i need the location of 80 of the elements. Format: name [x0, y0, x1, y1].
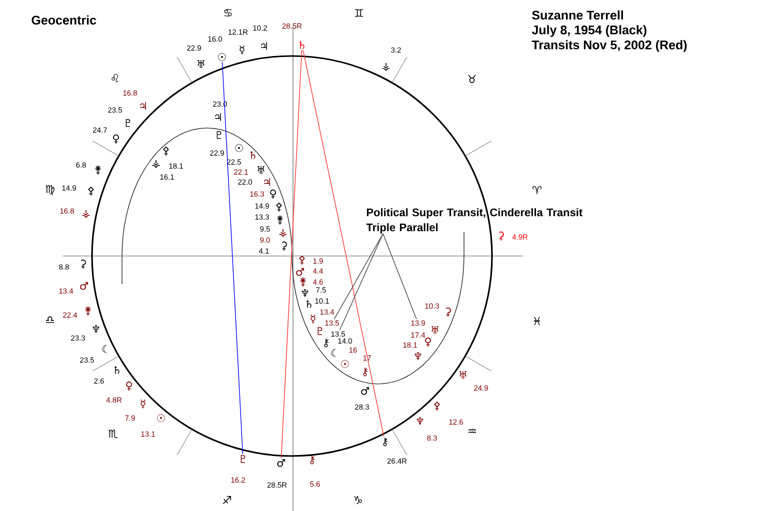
planet-glyph: ♀ [126, 382, 132, 390]
planet-glyph: ⚴ [88, 186, 94, 196]
planet-glyph: ⚴ [163, 146, 169, 156]
planet-glyph: ♇ [240, 455, 246, 463]
planet-glyph: ⚷ [310, 456, 314, 464]
planet-glyph: ⚷ [324, 338, 328, 348]
chart-header: Suzanne Terrell [532, 10, 623, 20]
planet-glyph: ♆ [416, 417, 424, 425]
planet-glyph: ☿ [140, 400, 146, 408]
chart-header: July 8, 1954 (Black) [532, 25, 646, 37]
planet-glyph: ⚶ [82, 210, 90, 218]
aspect-line [222, 62, 244, 454]
planet-glyph: ⚶ [382, 63, 390, 71]
planet-glyph: ☉ [218, 53, 226, 61]
planet-glyph: ♂ [277, 459, 286, 467]
zodiac-sign: ♎ [46, 316, 54, 323]
planet-glyph: ♅ [460, 371, 466, 379]
planet-glyph: ⚵ [277, 216, 283, 224]
planet-glyph: ♅ [432, 326, 438, 334]
zodiac-sign: ♈ [532, 186, 542, 194]
planet-glyph: ☉ [157, 414, 165, 422]
zodiac-sign: ♉ [468, 74, 476, 84]
planet-glyph: ♅ [258, 166, 264, 174]
aspect-line [280, 50, 302, 458]
planet-glyph: ♂ [361, 387, 370, 395]
leader-line [382, 233, 417, 320]
planet-glyph: ⚶ [279, 229, 287, 237]
planet-glyph: ♂ [80, 282, 88, 290]
planet-glyph: ⚳ [446, 308, 451, 316]
zodiac-sign: ♏ [108, 429, 118, 439]
chart-header: Transits Nov 5, 2002 (Red) [532, 40, 687, 52]
planet-glyph: ♇ [126, 119, 130, 127]
planet-glyph: ⚴ [276, 202, 282, 212]
leader-line [334, 233, 384, 320]
planet-glyph: ⚴ [434, 402, 440, 410]
planet-glyph: ☉ [235, 144, 243, 152]
planet-glyph: ♃ [264, 178, 270, 186]
planet-glyph: ⚵ [300, 278, 306, 286]
planet-glyph: ♃ [261, 42, 267, 50]
planet-glyph: ☉ [341, 360, 349, 368]
aspect-line [302, 50, 384, 437]
planet-glyph: ♅ [198, 60, 204, 68]
planet-glyph: ☿ [240, 46, 244, 54]
planet-glyph: ♀ [425, 338, 431, 346]
planet-glyph: ♄ [114, 366, 120, 374]
planet-glyph: ♆ [92, 325, 100, 333]
zodiac-sign: ♒ [468, 428, 476, 434]
zodiac-sign: ♓ [534, 316, 540, 325]
planet-glyph: ♀ [270, 190, 276, 198]
zodiac-sign: ♐ [222, 496, 232, 504]
leader-line [339, 233, 384, 330]
planet-glyph: ♇ [318, 327, 322, 335]
zodiac-sign: ♌ [112, 74, 118, 82]
zodiac-sign: ♑ [354, 496, 362, 504]
planet-glyph: ♃ [215, 113, 221, 121]
planet-glyph: ♄ [250, 151, 256, 159]
planet-glyph: ⚳ [80, 260, 86, 268]
planet-glyph: ⚶ [152, 160, 160, 168]
planet-glyph: ♄ [306, 300, 312, 308]
planet-glyph: ⚳ [498, 232, 504, 240]
planet-glyph: ♄ [300, 41, 304, 49]
planet-glyph: ♀ [113, 134, 119, 144]
zodiac-sign: ♊ [355, 8, 363, 18]
planet-glyph: ♆ [414, 352, 422, 360]
planet-glyph: ♃ [140, 102, 146, 110]
planet-glyph: ⚷ [363, 368, 368, 376]
planet-glyph: ♇ [216, 131, 222, 139]
planet-glyph: ⚳ [282, 242, 287, 250]
title: Geocentric [32, 15, 96, 25]
planet-glyph: ☾ [331, 349, 336, 357]
planet-glyph: ⚵ [95, 166, 101, 174]
planet-glyph: ⚷ [383, 438, 388, 446]
planet-glyph: ☾ [102, 345, 107, 353]
zodiac-sign: ♍ [46, 185, 54, 195]
planet-glyph: ♂ [296, 268, 304, 276]
planet-glyph: ☿ [310, 314, 316, 324]
zodiac-sign: ♋ [224, 9, 232, 16]
planet-glyph: ⚴ [299, 256, 305, 264]
planet-glyph: ⚵ [85, 306, 91, 316]
planet-glyph: ♆ [302, 289, 308, 297]
